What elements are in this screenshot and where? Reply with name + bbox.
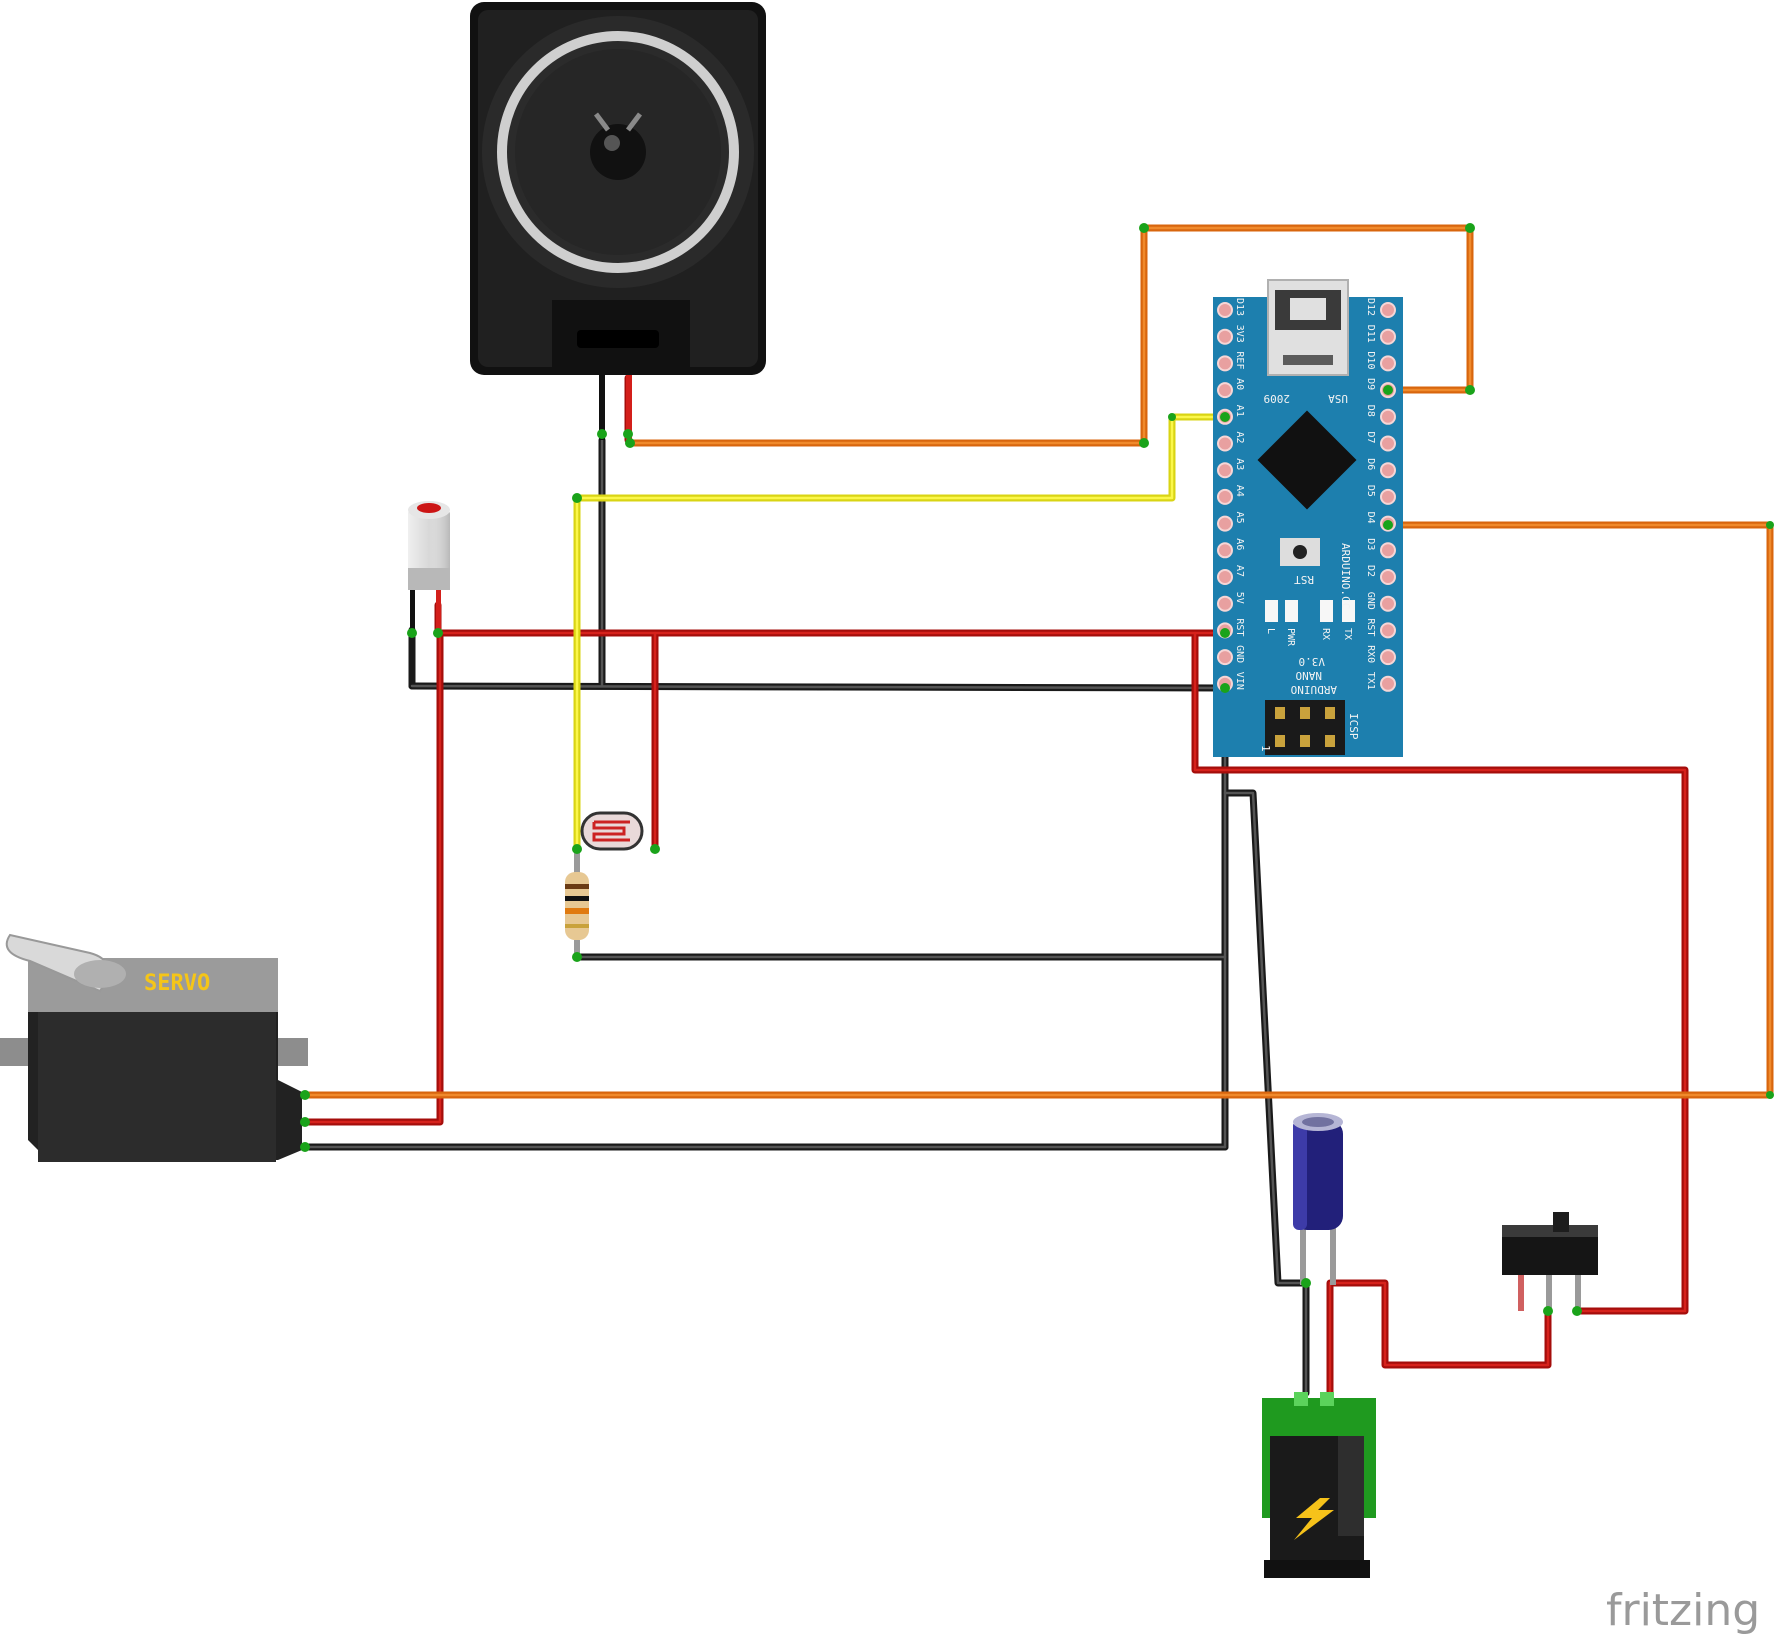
led-label-l: L xyxy=(1265,628,1276,634)
pin-pad-l-gnd xyxy=(1217,649,1233,666)
pin-label-r-tx1: TX1 xyxy=(1365,672,1376,690)
pin-pad-l-a4 xyxy=(1217,488,1233,505)
pin-label-l-rst: RST xyxy=(1234,618,1245,636)
usb-label: USA xyxy=(1328,392,1348,405)
pin-label-l-a6: A6 xyxy=(1234,538,1245,550)
name-label: ARDUINO xyxy=(1291,683,1337,696)
pin-label-r-d4: D4 xyxy=(1365,512,1376,524)
pin-pad-r-gnd xyxy=(1380,595,1396,612)
pin-pad-l-a5 xyxy=(1217,515,1233,532)
servo: SERVO xyxy=(0,933,308,1162)
pin-label-l-gnd: GND xyxy=(1234,645,1245,663)
photoresistor-icon xyxy=(592,820,630,842)
wire-red-switch-jack xyxy=(1326,1279,1552,1397)
pin-label-l-a2: A2 xyxy=(1234,432,1245,444)
pin-label-r-d2: D2 xyxy=(1365,565,1376,577)
pin-pad-r-d7 xyxy=(1380,435,1396,452)
wire-red-servo-power xyxy=(301,629,444,1126)
wire-orange-d5-servo xyxy=(301,521,1774,1099)
pin-label-l-a1: A1 xyxy=(1234,405,1245,417)
pin-pad-r-d6 xyxy=(1380,462,1396,479)
model-label: NANO xyxy=(1296,669,1323,682)
pin-label-r-d8: D8 xyxy=(1365,405,1376,417)
pin-label-l-d13: D13 xyxy=(1234,298,1245,316)
led-label-pwr: PWR xyxy=(1285,628,1296,647)
photoresistor xyxy=(580,811,644,851)
pin-label-l-a4: A4 xyxy=(1234,485,1245,497)
pin-label-l-a7: A7 xyxy=(1234,565,1245,577)
pin-label-l-3v3: 3V3 xyxy=(1234,325,1245,343)
pin-pad-l-a6 xyxy=(1217,542,1233,559)
pin-pad-l-a0 xyxy=(1217,382,1233,399)
led-icon xyxy=(417,503,441,513)
pin-label-r-d9: D9 xyxy=(1365,378,1376,390)
pin-label-l-a3: A3 xyxy=(1234,458,1245,470)
led xyxy=(408,501,450,630)
speaker xyxy=(470,2,766,440)
pin-pad-r-d11 xyxy=(1380,328,1396,345)
capacitor xyxy=(1293,1113,1343,1285)
led-labels: L PWR RX TX xyxy=(1265,628,1353,647)
pin-label-l-vin: VIN xyxy=(1234,672,1245,690)
pin-label-r-d12: D12 xyxy=(1365,298,1376,316)
pin-label-r-d11: D11 xyxy=(1365,325,1376,343)
pin-label-l-a0: A0 xyxy=(1234,378,1245,390)
pin-pad-l-3v3 xyxy=(1217,328,1233,345)
icsp-pin-label: 1 xyxy=(1259,745,1272,752)
power-jack xyxy=(1262,1392,1376,1578)
speaker-icon xyxy=(590,124,646,180)
pin-pad-l-d13 xyxy=(1217,302,1233,318)
pin-pad-l-a7 xyxy=(1217,569,1233,585)
pin-label-r-d5: D5 xyxy=(1365,485,1376,497)
wires xyxy=(301,224,1774,1397)
pin-pad-r-d12 xyxy=(1380,302,1396,318)
fritzing-watermark: fritzing xyxy=(1606,1585,1760,1636)
pin-pad-l-ref xyxy=(1217,355,1233,372)
pin-pad-r-d5 xyxy=(1380,488,1396,505)
version-label: V3.0 xyxy=(1299,655,1326,668)
pin-pad-l-a2 xyxy=(1217,435,1233,452)
pin-label-l-a5: A5 xyxy=(1234,512,1245,524)
pin-label-r-d10: D10 xyxy=(1365,351,1376,369)
pin-pad-r-tx1 xyxy=(1380,675,1396,692)
switch-icon[interactable] xyxy=(1553,1212,1569,1232)
pin-pad-l-5v xyxy=(1217,595,1233,612)
pin-pad-r-d3 xyxy=(1380,542,1396,559)
pin-pad-r-rx0 xyxy=(1380,649,1396,666)
pin-label-r-d7: D7 xyxy=(1365,432,1376,444)
year-label: 2009 xyxy=(1264,392,1291,405)
icsp-label: ICSP xyxy=(1347,713,1360,740)
pin-pad-r-d10 xyxy=(1380,355,1396,372)
servo-label: SERVO xyxy=(144,971,210,996)
pin-pad-r-d8 xyxy=(1380,408,1396,425)
pin-label-r-d6: D6 xyxy=(1365,458,1376,470)
led-label-rx: RX xyxy=(1320,628,1331,640)
pin-label-r-rst: RST xyxy=(1365,618,1376,636)
pin-label-r-gnd: GND xyxy=(1365,592,1376,610)
resistor xyxy=(565,849,589,957)
pin-label-r-d3: D3 xyxy=(1365,538,1376,550)
lightning-icon xyxy=(1294,1498,1334,1540)
pin-label-r-rx0: RX0 xyxy=(1365,645,1376,663)
rst-label: RST xyxy=(1294,573,1314,586)
led-label-tx: TX xyxy=(1342,628,1353,640)
pin-pad-l-a3 xyxy=(1217,462,1233,479)
connector-dots xyxy=(300,223,1774,1316)
slide-switch[interactable] xyxy=(1502,1212,1598,1311)
pin-pad-r-rst xyxy=(1380,622,1396,639)
resistor-icon xyxy=(565,872,589,940)
pin-pad-r-d2 xyxy=(1380,569,1396,585)
pin-label-l-ref: REF xyxy=(1234,351,1245,369)
brand-label: ARDUINO.CC xyxy=(1339,543,1352,609)
pin-label-l-5v: 5V xyxy=(1234,592,1245,604)
